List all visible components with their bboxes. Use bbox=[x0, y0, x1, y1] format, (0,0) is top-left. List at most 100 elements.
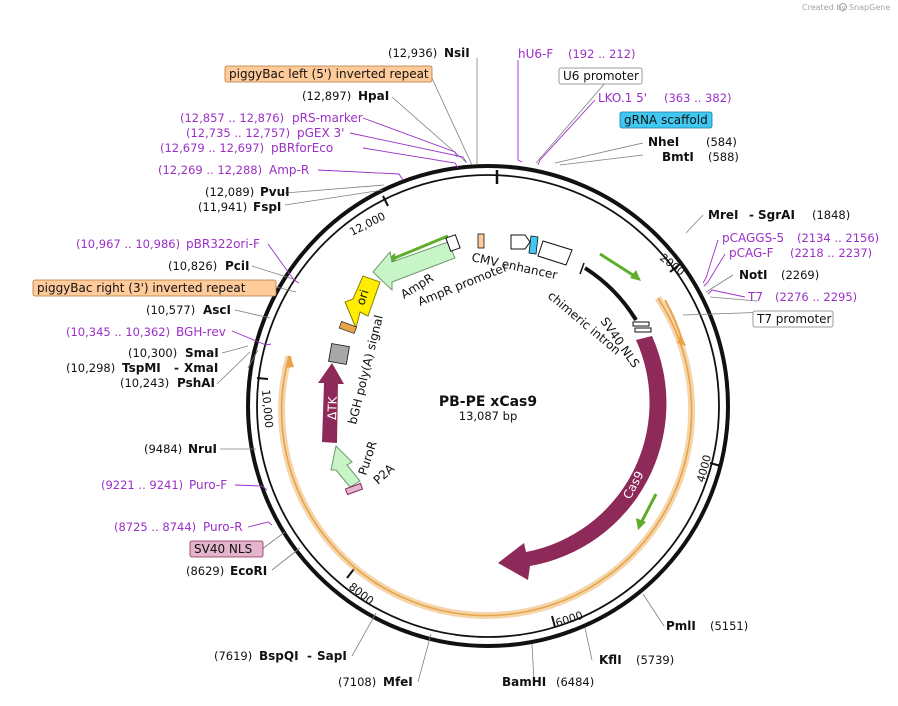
pb-left-label: piggyBac left (5') inverted repeat bbox=[229, 67, 429, 81]
primer-prsmarker-range: (12,857 .. 12,876) bbox=[180, 111, 284, 125]
enzyme-tspmi-name[interactable]: TspMI bbox=[122, 361, 161, 375]
enzyme-nhei-name[interactable]: NheI bbox=[648, 135, 679, 149]
green-arrow-cas9 bbox=[639, 493, 658, 524]
ruler-tick-12000 bbox=[382, 195, 389, 207]
grna-scaffold-box[interactable] bbox=[619, 111, 713, 129]
sv40-nls-box[interactable] bbox=[189, 540, 264, 558]
primer-leader-lines bbox=[231, 60, 746, 528]
primer-pcagf-name[interactable]: pCAG-F bbox=[729, 246, 774, 260]
primer-pgex3-range: (12,735 .. 12,757) bbox=[186, 126, 290, 140]
enzyme-asci-name[interactable]: AscI bbox=[203, 303, 231, 317]
plasmid-size: 13,087 bp bbox=[459, 409, 518, 423]
ruler-tick-10000 bbox=[256, 377, 269, 380]
enzyme-pmli-name[interactable]: PmlI bbox=[666, 619, 696, 633]
backbone-inner bbox=[256, 174, 720, 638]
primer-pbrforeco-name[interactable]: pBRforEco bbox=[271, 141, 333, 155]
p2a-label: P2A bbox=[371, 461, 398, 487]
ruler-tick-6000 bbox=[551, 615, 556, 628]
primer-t7-name[interactable]: T7 bbox=[747, 290, 763, 304]
enzyme-asci-pos: (10,577) bbox=[146, 303, 195, 317]
enzyme-bamhi-name[interactable]: BamHI bbox=[502, 675, 546, 689]
enzyme-sgrai-name[interactable]: SgrAI bbox=[758, 208, 795, 222]
enzyme-fspi-name[interactable]: FspI bbox=[253, 200, 281, 214]
enzyme-tspmi-pos: (10,298) bbox=[66, 361, 115, 375]
ruler-tick-4000 bbox=[709, 462, 722, 467]
p2a-block bbox=[344, 482, 364, 496]
cmv-small-arrow bbox=[510, 234, 531, 250]
pb-left-marker bbox=[477, 233, 485, 249]
enzyme-nsii-name[interactable]: NsiI bbox=[444, 46, 470, 60]
enzyme-noti-name[interactable]: NotI bbox=[739, 268, 768, 282]
backbone-outer bbox=[246, 164, 730, 648]
enzyme-tspmi-sep: - bbox=[174, 361, 179, 375]
enzyme-mrei-sep: - bbox=[749, 208, 754, 222]
enzyme-nrui-pos: (9484) bbox=[144, 442, 182, 456]
enzyme-mfei-name[interactable]: MfeI bbox=[383, 675, 413, 689]
enzyme-ecori-name[interactable]: EcoRI bbox=[230, 564, 267, 578]
primer-pcagf-range: (2218 .. 2237) bbox=[790, 246, 872, 260]
grna-feature-block bbox=[528, 235, 539, 255]
enzyme-pcii-name[interactable]: PciI bbox=[225, 259, 250, 273]
pb-right-box[interactable] bbox=[32, 279, 277, 297]
green-arrow-cmv bbox=[599, 252, 637, 279]
primer-puror-range: (8725 .. 8744) bbox=[114, 520, 196, 534]
enzyme-labels: (12,936) NsiI (12,897) HpaI (12,089) Pvu… bbox=[66, 46, 850, 689]
orange-feature-line bbox=[280, 297, 693, 617]
pb-right-label: piggyBac right (3') inverted repeat bbox=[37, 281, 246, 295]
enzyme-nrui-name[interactable]: NruI bbox=[188, 442, 217, 456]
primer-prsmarker-name[interactable]: pRS-marker bbox=[292, 111, 363, 125]
enzyme-smai-name[interactable]: SmaI bbox=[185, 346, 219, 360]
enzyme-sapi-name[interactable]: SapI bbox=[317, 649, 347, 663]
enzyme-mrei-pos: (1848) bbox=[812, 208, 850, 222]
green-arrow-ampr bbox=[389, 234, 449, 262]
sv40-nls-mark-2 bbox=[634, 327, 652, 333]
u6-promoter-box[interactable] bbox=[558, 67, 643, 85]
enzyme-xmai-name[interactable]: XmaI bbox=[184, 361, 218, 375]
enzyme-pshai-name[interactable]: PshAI bbox=[177, 376, 215, 390]
grna-scaffold-label: gRNA scaffold bbox=[624, 113, 708, 127]
enzyme-mrei-name[interactable]: MreI bbox=[708, 208, 738, 222]
primer-ampr-name[interactable]: Amp-R bbox=[269, 163, 309, 177]
ampr-arrow bbox=[372, 241, 456, 292]
enzyme-bmti-pos: (588) bbox=[708, 150, 739, 164]
primer-hu6f-name[interactable]: hU6-F bbox=[518, 47, 553, 61]
primer-ampr-range: (12,269 .. 12,288) bbox=[158, 163, 262, 177]
enzyme-ecori-pos: (8629) bbox=[186, 564, 224, 578]
enzyme-pvui-name[interactable]: PvuI bbox=[260, 185, 290, 199]
enzyme-bspqi-name[interactable]: BspQI bbox=[259, 649, 299, 663]
ori-label: ori bbox=[354, 288, 372, 307]
t7-promoter-box[interactable] bbox=[752, 310, 834, 328]
ampr-promoter-block bbox=[445, 234, 461, 252]
primer-lko1-name[interactable]: LKO.1 5' bbox=[598, 91, 647, 105]
pb-left-box[interactable] bbox=[224, 65, 433, 83]
enzyme-pcii-pos: (10,826) bbox=[168, 259, 217, 273]
enzyme-kfli-name[interactable]: KflI bbox=[599, 653, 622, 667]
enzyme-kfli-pos: (5739) bbox=[636, 653, 674, 667]
primer-pgex3-name[interactable]: pGEX 3' bbox=[297, 126, 344, 140]
enzyme-noti-pos: (2269) bbox=[781, 268, 819, 282]
cas9-arrow bbox=[498, 336, 667, 580]
ori-arrow bbox=[344, 275, 381, 330]
puror-arrow bbox=[330, 444, 361, 488]
enzyme-bmti-name[interactable]: BmtI bbox=[662, 150, 694, 164]
primer-puror-name[interactable]: Puro-R bbox=[203, 520, 243, 534]
chimeric-intron-arc bbox=[583, 266, 638, 322]
snapgene-logo: SnapGene bbox=[839, 3, 890, 12]
primer-bghrev-name[interactable]: BGH-rev bbox=[176, 325, 226, 339]
u6-promoter-label: U6 promoter bbox=[563, 69, 639, 83]
primer-pcaggs5-name[interactable]: pCAGGS-5 bbox=[722, 231, 784, 245]
enzyme-pmli-pos: (5151) bbox=[710, 619, 748, 633]
sv40-nls-label: SV40 NLS bbox=[194, 542, 252, 556]
primer-pbr322ori-name[interactable]: pBR322ori-F bbox=[186, 237, 260, 251]
enzyme-hpai-pos: (12,897) bbox=[302, 89, 351, 103]
enzyme-pshai-pos: (10,243) bbox=[120, 376, 169, 390]
primer-purof-name[interactable]: Puro-F bbox=[189, 478, 227, 492]
enzyme-nhei-pos: (584) bbox=[706, 135, 737, 149]
primer-pcaggs5-range: (2134 .. 2156) bbox=[797, 231, 879, 245]
enzyme-bspqi-pos: (7619) bbox=[214, 649, 252, 663]
t7-promoter-label: T7 promoter bbox=[756, 312, 832, 326]
enzyme-bamhi-pos: (6484) bbox=[556, 675, 594, 689]
sv40-nls-mark-1 bbox=[632, 321, 650, 327]
enzyme-hpai-name[interactable]: HpaI bbox=[358, 89, 389, 103]
